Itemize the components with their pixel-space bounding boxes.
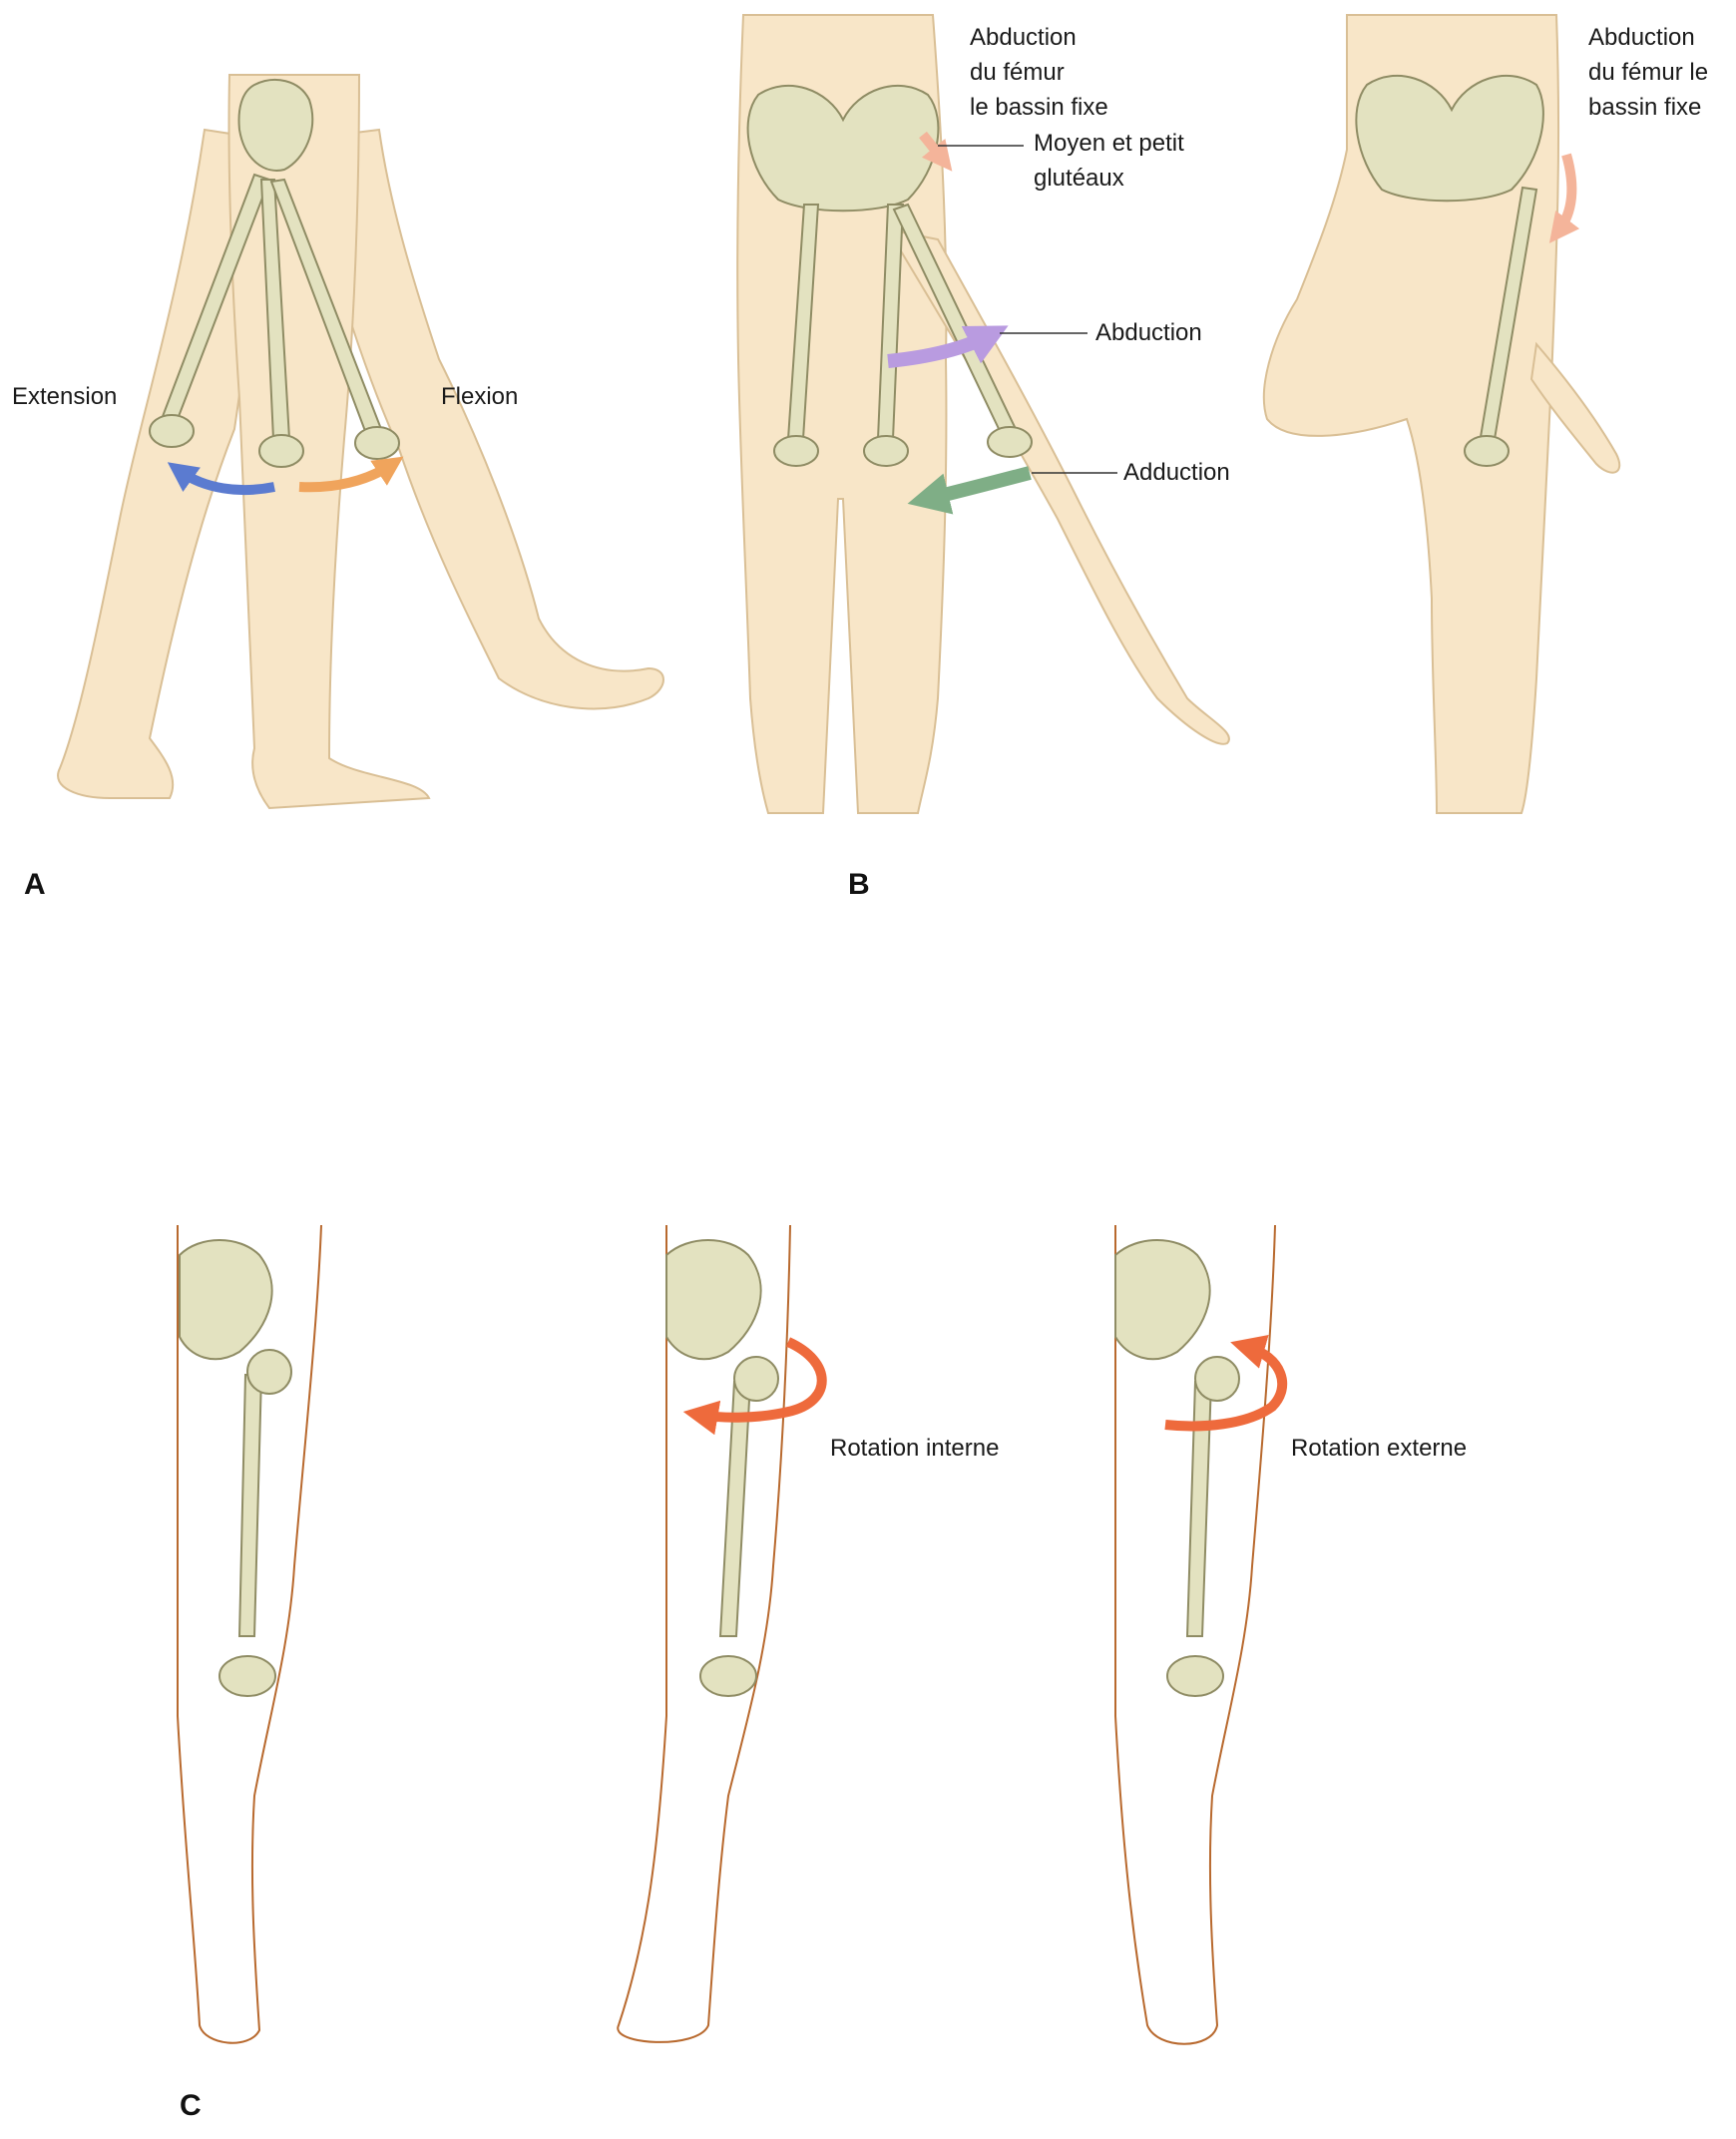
panel-c-illustration (178, 1225, 1282, 2044)
knee-extension (150, 415, 194, 447)
knee-b-right (1465, 436, 1509, 466)
abduction-right-line-3: bassin fixe (1588, 92, 1701, 124)
panel-a-illustration (58, 75, 663, 808)
femoral-head-c2 (734, 1357, 778, 1401)
femur-c3 (1187, 1382, 1211, 1636)
knee-flexion (355, 427, 399, 459)
knee-b-abducted (988, 427, 1032, 457)
femur-c1 (239, 1375, 261, 1636)
gluteus-label-line-1: Moyen et petit (1034, 128, 1184, 160)
femoral-head-c3 (1195, 1357, 1239, 1401)
panel-label-c: C (180, 2089, 202, 2123)
pelvis-c3 (1115, 1240, 1210, 1359)
panel-label-a: A (24, 868, 46, 902)
panel-label-b: B (848, 868, 870, 902)
flexion-label: Flexion (441, 381, 518, 413)
internal-rotation-label: Rotation interne (830, 1433, 999, 1465)
abduction-right-line-2: du fémur le (1588, 57, 1708, 89)
knee-b-right-neutral (864, 436, 908, 466)
pelvis-c1 (180, 1240, 272, 1359)
knee-neutral (259, 435, 303, 467)
gluteus-label-line-2: glutéaux (1034, 163, 1124, 195)
abduction-fixed-pelvis-line-2: du fémur (970, 57, 1065, 89)
pelvis-c2 (666, 1240, 761, 1359)
leg-c-neutral (178, 1225, 321, 2043)
abduction-arrow-right (1558, 155, 1571, 231)
knee-c3 (1167, 1656, 1223, 1696)
extension-label: Extension (12, 381, 117, 413)
abduction-fixed-pelvis-line-1: Abduction (970, 22, 1077, 54)
abduction-fixed-pelvis-line-3: le bassin fixe (970, 92, 1108, 124)
knee-b-left (774, 436, 818, 466)
leg-c-external (1115, 1225, 1282, 2044)
leg-c-internal (618, 1225, 822, 2042)
external-rotation-label: Rotation externe (1291, 1433, 1467, 1465)
femoral-head-c1 (247, 1350, 291, 1394)
adduction-label: Adduction (1123, 457, 1230, 489)
abduction-right-line-1: Abduction (1588, 22, 1695, 54)
knee-c1 (219, 1656, 275, 1696)
panel-b-right-illustration (1264, 15, 1619, 813)
knee-c2 (700, 1656, 756, 1696)
abduction-label: Abduction (1095, 317, 1202, 349)
